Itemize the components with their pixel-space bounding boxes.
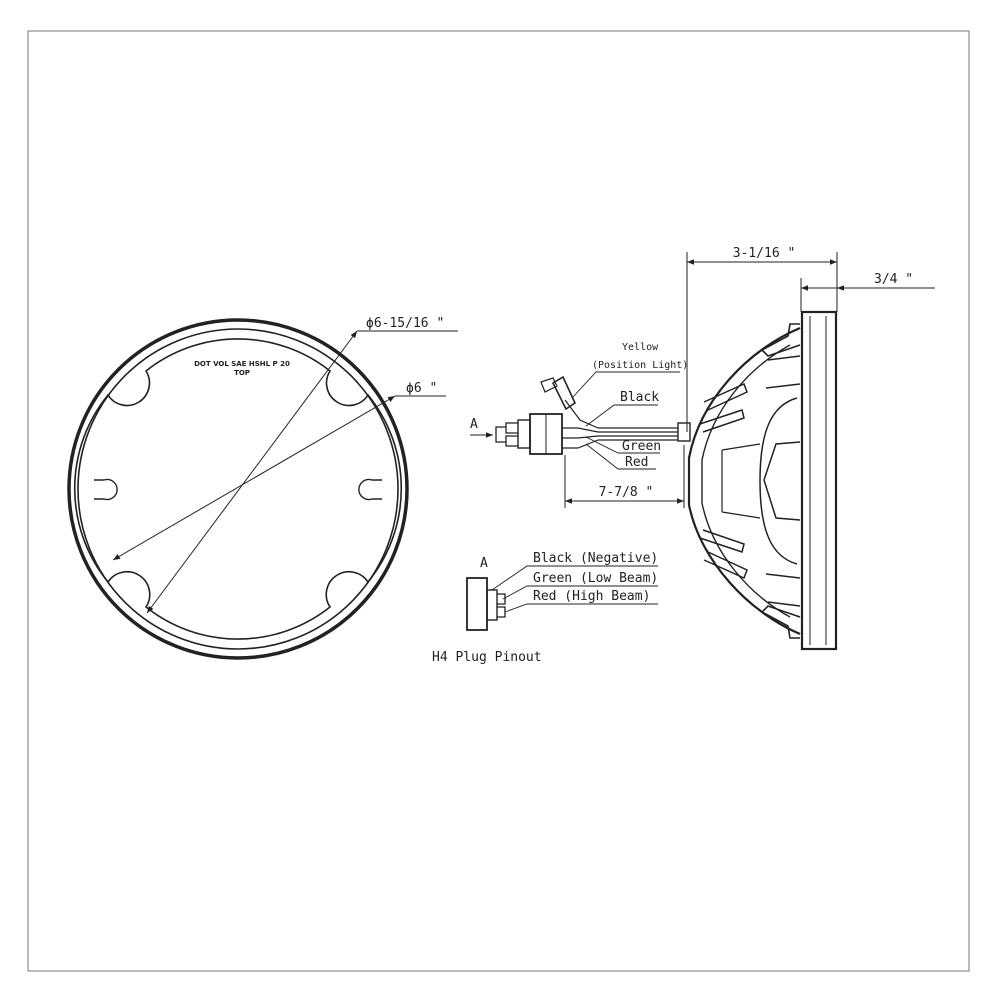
housing-inner-shell: [701, 344, 791, 618]
black-label: Black: [620, 390, 659, 405]
inner-lens-outline: [73, 338, 403, 640]
red-wire: [562, 439, 599, 449]
h4-connector-pins: [495, 422, 518, 447]
green-label: Green: [622, 439, 661, 454]
total-depth-label: 3-1/16 ": [733, 246, 796, 261]
clip-ribs: [765, 355, 801, 607]
red-leader: [585, 443, 656, 470]
bezel-ring: [800, 310, 838, 651]
inner-diameter-label: ϕ6 ": [406, 381, 437, 396]
heat-fin: [703, 382, 748, 411]
pinout-caption: H4 Plug Pinout: [432, 650, 542, 665]
side-view: 3-1/16 " 3/4 ": [470, 246, 935, 651]
pinout-connector-face: [486, 589, 498, 621]
outer-diameter-line: [146, 330, 358, 614]
rear-grommet: [677, 422, 691, 442]
pin-black-label: Black (Negative): [533, 551, 658, 566]
top-clip: [760, 323, 801, 357]
projector-mount: [721, 443, 761, 519]
pinout-pins: [497, 593, 506, 618]
pin-green-label: Green (Low Beam): [533, 571, 658, 586]
housing-shell: [687, 326, 801, 636]
yellow-label: Yellow: [622, 342, 659, 353]
projector-outline: [763, 441, 801, 521]
outer-diameter-label: ϕ6-15/16 ": [366, 316, 444, 331]
red-label: Red: [625, 455, 648, 470]
cable-length-label: 7-7/8 ": [599, 485, 654, 500]
yellow-note-label: (Position Light): [592, 360, 688, 371]
cable-bundle: [598, 427, 678, 441]
yellow-wire: [564, 399, 599, 429]
inner-diameter-line: [112, 395, 396, 561]
yellow-leader: [571, 371, 680, 399]
pin-red-leader: [504, 603, 658, 613]
pinout-diagram: A Black (Negative) Green (Low Beam) Red …: [432, 551, 658, 665]
heat-fin: [699, 529, 745, 553]
bezel-depth-label: 3/4 ": [874, 272, 913, 287]
black-wire: [562, 427, 599, 433]
top-stamp: TOP: [234, 369, 250, 377]
right-mount-slot: [358, 478, 382, 501]
heat-fin: [699, 409, 745, 433]
green-wire: [562, 435, 599, 439]
reflector-outline: [759, 397, 798, 565]
pinout-marker: A: [480, 556, 488, 571]
pinout-connector-body: [466, 577, 488, 631]
position-light-cap: [540, 377, 558, 393]
outer-rim-inner: [77, 328, 399, 650]
black-leader: [585, 404, 658, 427]
heat-fin: [703, 551, 748, 580]
connector-marker: A: [470, 417, 478, 432]
dot-stamp: DOT VOL SAE HSHL P 20: [194, 360, 290, 368]
page-border: [27, 30, 970, 972]
pin-green-leader: [502, 585, 658, 600]
left-mount-slot: [94, 478, 118, 501]
green-leader: [585, 436, 660, 454]
outer-rim-outer: [67, 318, 409, 660]
bottom-clip: [760, 605, 801, 639]
pin-red-label: Red (High Beam): [533, 589, 650, 604]
front-view: DOT VOL SAE HSHL P 20 TOP ϕ6-15/16 " ϕ6 …: [67, 316, 458, 660]
pin-black-leader: [491, 565, 658, 591]
h4-connector-nose: [517, 419, 531, 449]
position-light-plug: [551, 375, 577, 411]
